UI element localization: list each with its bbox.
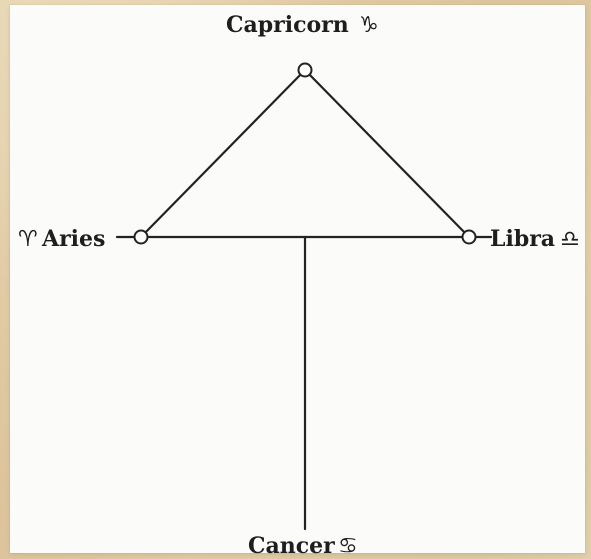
cancer-symbol: ♋ [338,534,358,559]
libra-label: Libra [490,226,555,252]
aries-node [133,229,149,245]
aries-symbol: ♈ [18,227,38,252]
capricorn-node [297,62,313,78]
libra-node [461,229,477,245]
libra-symbol: ♎ [560,227,580,252]
capricorn-label: Capricorn [226,12,349,38]
cancer-label: Cancer [248,533,335,559]
capricorn-aries-edge [139,68,307,239]
capricorn-symbol: ♑ [359,13,379,38]
aries-label: Aries [41,226,105,252]
diagram-paper [10,5,585,553]
capricorn-libra-edge [303,68,471,239]
